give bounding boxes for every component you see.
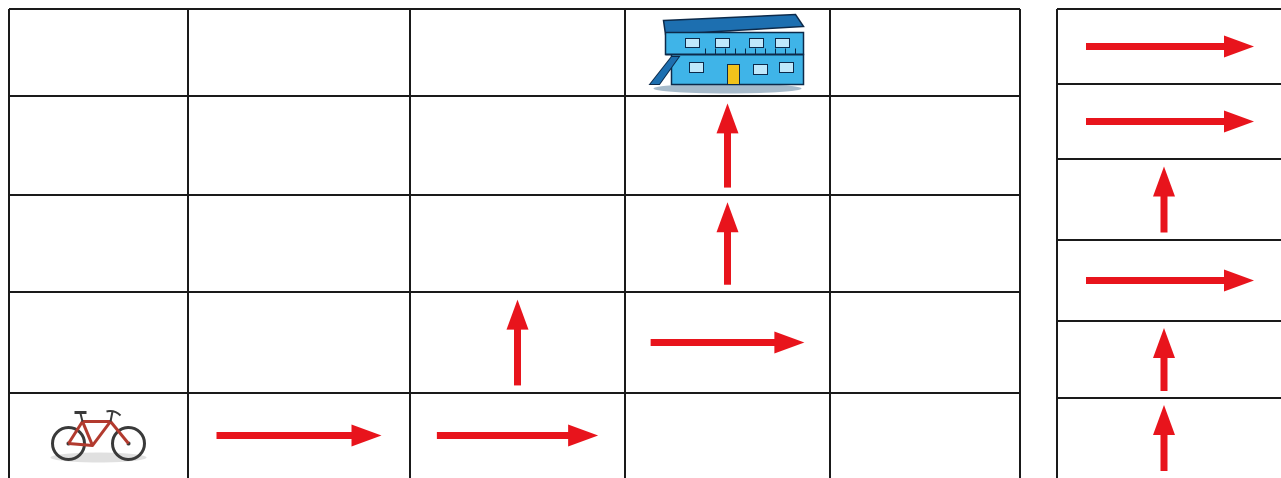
grid-cell-r1-c3 — [717, 103, 739, 187]
sequence-step-6 — [1153, 405, 1175, 471]
grid-cell-r0-c3 — [650, 15, 804, 94]
sequence-step-2 — [1086, 111, 1254, 133]
arrow-up-icon — [717, 103, 739, 187]
arrow-right-icon — [1086, 270, 1254, 292]
arrow-up-icon — [1153, 405, 1175, 471]
grid-cell-r4-c2 — [437, 425, 598, 447]
arrow-right-icon — [1086, 36, 1254, 58]
grid-cell-r4-c0 — [51, 411, 147, 463]
route-grid — [9, 9, 1020, 478]
arrow-up-icon — [1153, 328, 1175, 391]
sequence-step-1 — [1086, 36, 1254, 58]
grid-cell-r3-c2 — [507, 300, 529, 386]
arrow-up-icon — [1153, 167, 1175, 233]
route-grid-contents — [51, 15, 805, 463]
sequence-step-4 — [1086, 270, 1254, 292]
bicycle-icon — [51, 411, 147, 463]
house-icon — [650, 15, 804, 94]
arrow-right-icon — [437, 425, 598, 447]
arrow-right-icon — [1086, 111, 1254, 133]
grid-cell-r2-c3 — [717, 202, 739, 284]
grid-cell-r3-c3 — [651, 332, 805, 354]
sequence-step-3 — [1153, 167, 1175, 233]
direction-sequence-panel — [1057, 9, 1281, 478]
arrow-up-icon — [507, 300, 529, 386]
arrow-up-icon — [717, 202, 739, 284]
arrow-right-icon — [217, 425, 382, 447]
grid-cell-r4-c1 — [217, 425, 382, 447]
arrow-right-icon — [651, 332, 805, 354]
sequence-step-5 — [1153, 328, 1175, 391]
